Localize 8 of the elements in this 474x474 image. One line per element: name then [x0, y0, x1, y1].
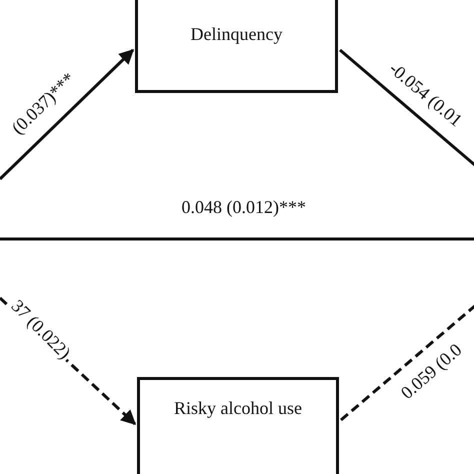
path-line — [339, 48, 474, 168]
arrow — [0, 48, 134, 180]
variable-box — [137, 377, 339, 474]
variable-name: Risky alcohol use — [173, 398, 303, 419]
variable-name: Delinquency — [190, 24, 284, 45]
coefficient-label: 0.048 (0.012)*** — [180, 198, 308, 218]
variable-box — [135, 0, 338, 93]
path-line — [340, 304, 474, 422]
